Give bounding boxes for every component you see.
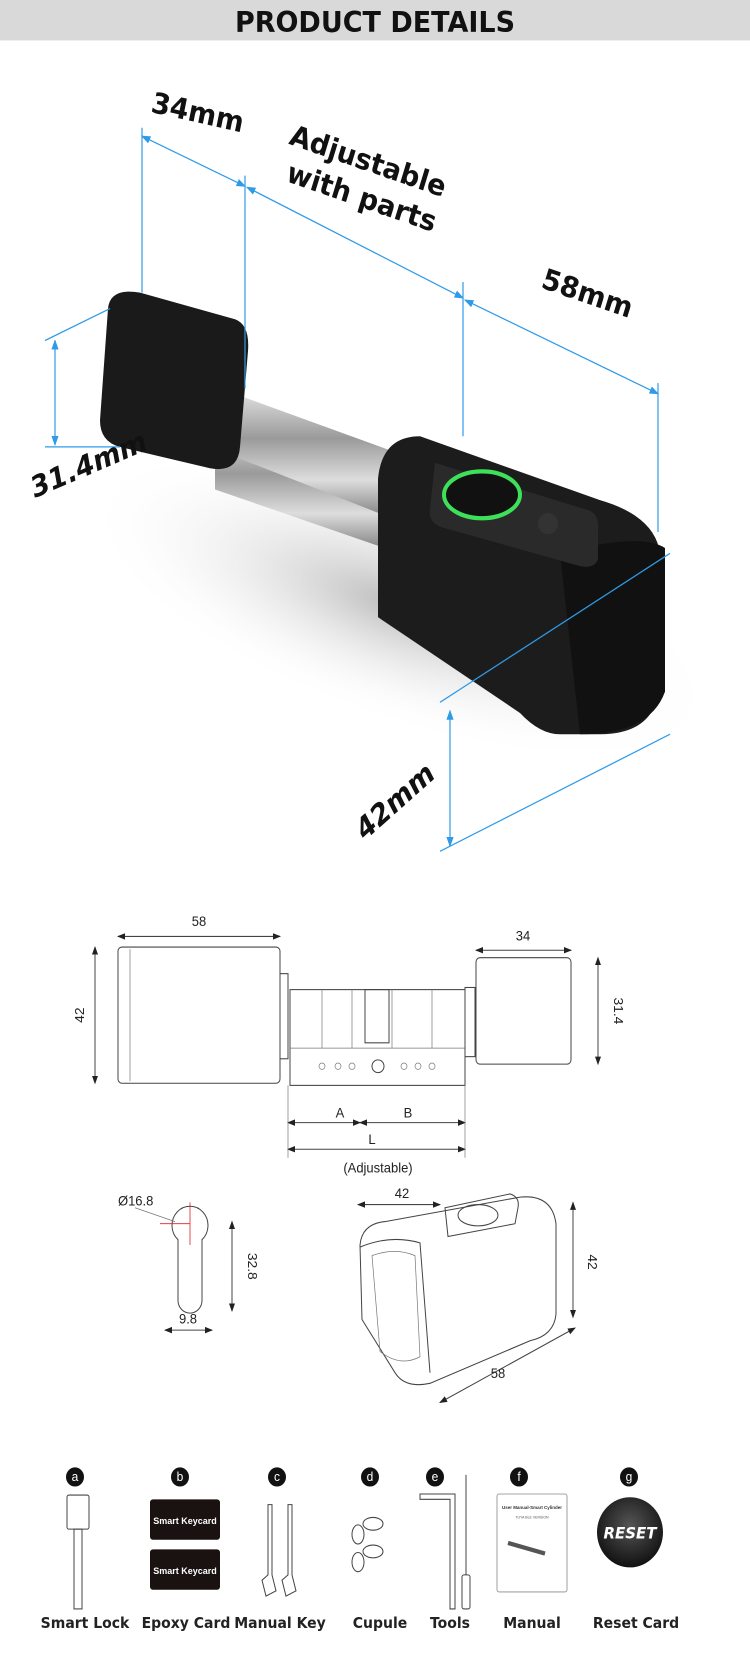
accessory-tools: e Tools xyxy=(419,1467,471,1632)
drawing-side-b: B xyxy=(404,1105,413,1120)
manual-booklet-icon xyxy=(496,1493,568,1593)
accessory-epoxy-card: b Smart Keycard Smart Keycard Epoxy Card xyxy=(142,1467,231,1632)
keycard-text: Smart Keycard xyxy=(153,1566,217,1576)
accessory-manual-key: c Manual Key xyxy=(234,1467,326,1632)
knob-length-label: 34mm xyxy=(149,86,247,140)
accessory-label: Epoxy Card xyxy=(142,1616,231,1632)
drawing-knob-width: 34 xyxy=(516,928,531,943)
body-length-label: 58mm xyxy=(538,262,637,325)
knob xyxy=(100,291,249,470)
cupule-icon xyxy=(362,1516,384,1531)
keycard-icon xyxy=(150,1549,220,1590)
drawing-adjustable-note: (Adjustable) xyxy=(343,1160,412,1175)
profile-width: 9.8 xyxy=(179,1311,197,1326)
drawing-side-a: A xyxy=(336,1105,345,1120)
manual-subtitle: TUYA BLE VERSION xyxy=(515,1515,549,1519)
accessory-label: Manual Key xyxy=(234,1616,326,1632)
photo-dimension-lines xyxy=(44,127,671,852)
accessory-letter: a xyxy=(72,1470,79,1484)
reset-button-icon xyxy=(597,1497,663,1568)
accessory-letter: c xyxy=(274,1470,280,1484)
side-technical-drawing xyxy=(92,933,601,1158)
accessories-list: a Smart Lock b Smart Keycard Smart Keyca… xyxy=(41,1467,679,1632)
header-bar: PRODUCT DETAILS xyxy=(0,0,750,41)
fingerprint-led-ring xyxy=(442,469,522,521)
drawing-knob-height: 31.4 xyxy=(611,997,626,1024)
cupule-icon xyxy=(362,1544,384,1559)
reset-text: RESET xyxy=(603,1524,657,1543)
accessory-letter: d xyxy=(367,1470,374,1484)
hex-key-icon xyxy=(419,1493,456,1610)
accessory-manual: f User Manual-Smart Cylinder TUYA BLE VE… xyxy=(496,1467,568,1632)
isometric-drawing xyxy=(357,1193,576,1403)
accessory-cupule: d Cupule xyxy=(351,1467,408,1632)
accessory-letter: b xyxy=(177,1470,184,1484)
iso-height: 42 xyxy=(585,1254,600,1269)
drawing-body-width: 58 xyxy=(192,913,206,928)
accessory-letter: e xyxy=(432,1470,439,1484)
profile-height: 32.8 xyxy=(245,1253,260,1280)
accessory-label: Reset Card xyxy=(593,1616,679,1632)
accessory-label: Cupule xyxy=(353,1616,408,1632)
page-title: PRODUCT DETAILS xyxy=(235,5,515,39)
lock-illustration xyxy=(84,291,716,762)
accessory-label: Tools xyxy=(430,1616,470,1632)
drawing-body-height: 42 xyxy=(72,1007,87,1022)
key-icon xyxy=(281,1504,297,1597)
key-icon xyxy=(261,1504,277,1597)
smart-lock-icon xyxy=(66,1494,90,1530)
body-height-label: 42mm xyxy=(348,756,441,847)
iso-width: 42 xyxy=(395,1186,409,1201)
profile-diameter: Ø16.8 xyxy=(118,1193,153,1208)
cylinder-shaft xyxy=(205,383,410,522)
iso-length: 58 xyxy=(491,1366,505,1381)
accessory-letter: f xyxy=(517,1470,521,1484)
accessory-reset-card: g RESET Reset Card xyxy=(593,1467,679,1632)
keycard-icon xyxy=(150,1499,220,1540)
drawing-total-length: L xyxy=(368,1132,376,1147)
manual-title: User Manual-Smart Cylinder xyxy=(502,1505,562,1510)
accessory-label: Smart Lock xyxy=(41,1616,130,1632)
accessory-smart-lock: a Smart Lock xyxy=(41,1467,130,1632)
accessory-letter: g xyxy=(626,1470,633,1484)
accessory-label: Manual xyxy=(503,1616,560,1632)
keycard-text: Smart Keycard xyxy=(153,1516,217,1526)
cylinder-profile-drawing xyxy=(134,1202,235,1334)
